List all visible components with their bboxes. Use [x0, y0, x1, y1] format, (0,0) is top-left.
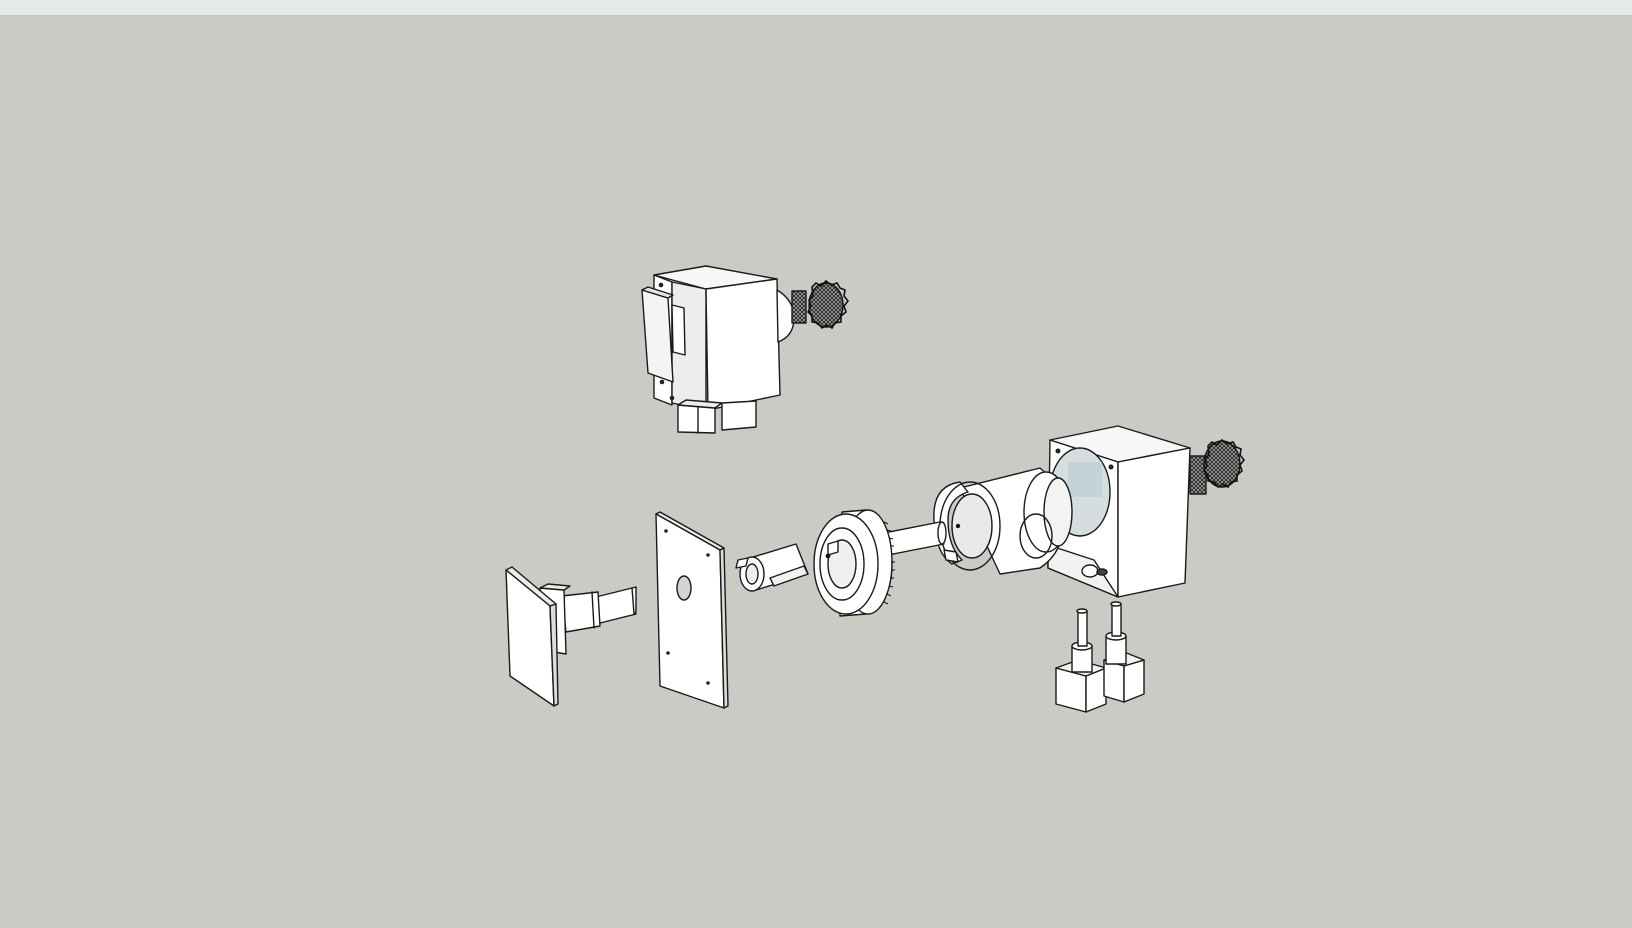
right-housing-assembly[interactable]	[1047, 425, 1207, 598]
flange-plate[interactable]	[655, 511, 729, 709]
upper-housing-assembly[interactable]	[641, 265, 807, 434]
split-clamp-sleeve[interactable]	[933, 467, 1073, 575]
mounting-plate-with-shaft[interactable]	[505, 566, 637, 707]
right-knurled-knob-icon[interactable]	[1203, 438, 1246, 489]
guide-pins[interactable]	[1055, 601, 1145, 713]
model-canvas[interactable]	[0, 16, 1632, 928]
upper-knurled-knob-icon[interactable]	[807, 279, 850, 330]
window-top-bar	[0, 0, 1632, 16]
key-bushing[interactable]	[735, 543, 809, 592]
graduated-collar[interactable]	[813, 509, 895, 617]
drive-shaft	[883, 521, 947, 556]
3d-model-viewport[interactable]	[0, 16, 1632, 928]
